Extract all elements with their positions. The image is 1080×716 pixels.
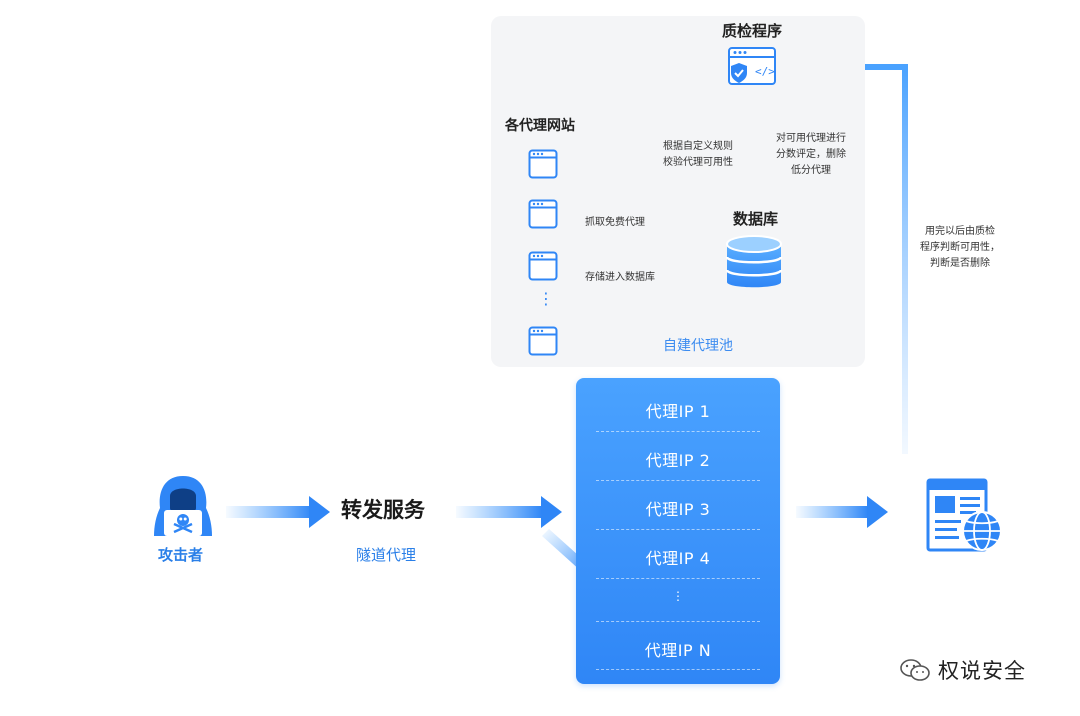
wechat-icon — [900, 659, 930, 681]
qc-rule-note: 根据自定义规则 校验代理可用性 — [663, 141, 733, 168]
proxy-ip-divider — [596, 621, 760, 622]
attacker-to-forward-arrow — [226, 496, 330, 528]
hacker-icon — [154, 476, 212, 536]
watermark: 权说安全 — [900, 655, 1026, 685]
tunnel-proxy-label: 隧道代理 — [356, 546, 417, 564]
proxy-ip-item: 代理IP 1 — [645, 402, 711, 421]
proxy-ip-ellipsis: ⋮ — [672, 589, 684, 603]
proxy-to-target-arrow — [796, 496, 888, 528]
proxy-ip-divider — [596, 669, 760, 670]
svg-text:</>: </> — [755, 65, 775, 78]
proxy-site-window-icon — [528, 326, 558, 356]
self-built-pool-panel — [491, 16, 865, 367]
attacker-label: 攻击者 — [158, 546, 204, 564]
self-built-pool-title: 自建代理池 — [663, 338, 733, 354]
after-use-note: 用完以后由质检 程序判断可用性， 判断是否删除 — [920, 226, 1000, 269]
proxy-site-window-icon — [528, 149, 558, 179]
store-database-note: 存储进入数据库 — [585, 272, 655, 283]
proxy-ip-item: 代理IP 3 — [645, 500, 711, 519]
proxy-sites-ellipsis: ⋮ — [538, 289, 554, 308]
proxy-ip-item: 代理IP 2 — [645, 451, 711, 470]
proxy-site-window-icon — [528, 251, 558, 281]
proxy-ip-divider — [596, 431, 760, 432]
qc-score-note: 对可用代理进行 分数评定，删除 低分代理 — [776, 133, 846, 176]
database-label: 数据库 — [733, 210, 779, 228]
proxy-ip-divider — [596, 529, 760, 530]
forward-service-label: 转发服务 — [341, 498, 425, 522]
database-icon — [725, 235, 783, 288]
watermark-text: 权说安全 — [938, 659, 1026, 683]
qc-program-label: 质检程序 — [722, 22, 783, 40]
grab-free-proxy-note: 抓取免费代理 — [585, 217, 645, 228]
proxy-ip-divider — [596, 578, 760, 579]
proxy-ip-list: 代理IP 1 代理IP 2 代理IP 3 代理IP 4 ⋮ 代理IP N — [576, 378, 780, 684]
code-window-icon: </> — [728, 47, 776, 85]
web-page-globe-icon — [926, 478, 1002, 552]
forward-to-proxy-arrow — [456, 496, 562, 528]
proxy-ip-divider — [596, 480, 760, 481]
proxy-site-window-icon — [528, 199, 558, 229]
proxy-ip-item: 代理IP 4 — [645, 549, 711, 568]
proxy-ip-item: 代理IP N — [644, 641, 712, 660]
proxy-sites-label: 各代理网站 — [505, 118, 575, 134]
